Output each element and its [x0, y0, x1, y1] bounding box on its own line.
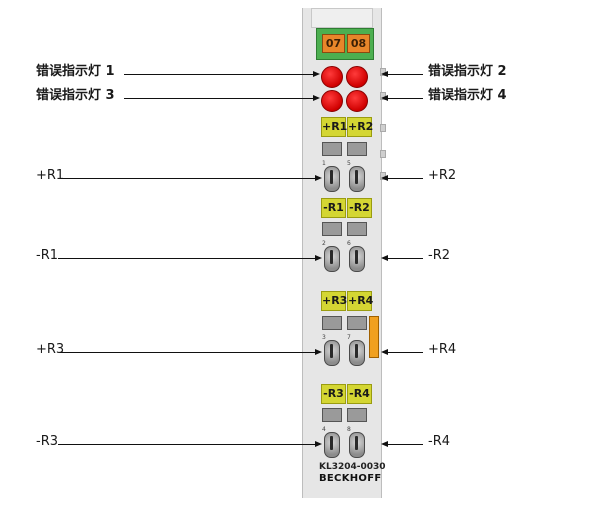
leader-line: [58, 258, 316, 259]
label-minus-r4: -R4: [347, 384, 372, 404]
arrow-head: [381, 175, 388, 181]
release-slot: [322, 142, 342, 156]
callout-error-led-1: 错误指示灯 1: [36, 64, 115, 79]
callout-plus-r4: +R4: [428, 342, 457, 357]
arrow-head: [381, 441, 388, 447]
leader-line: [387, 444, 423, 445]
terminal-top-cap: [311, 8, 373, 28]
leader-line: [387, 352, 423, 353]
label-minus-r3: -R3: [321, 384, 346, 404]
leader-line: [387, 74, 423, 75]
callout-error-led-3: 错误指示灯 3: [36, 88, 115, 103]
callout-minus-r3: -R3: [36, 434, 58, 449]
contact-number: 1: [322, 160, 326, 167]
release-slot: [322, 222, 342, 236]
leader-line: [387, 98, 423, 99]
contact-number: 5: [347, 160, 351, 167]
terminal-body: [302, 8, 382, 498]
leader-line: [60, 178, 316, 179]
arrow-head: [381, 95, 388, 101]
model-number: KL3204-0030: [319, 462, 386, 472]
arrow-head: [381, 349, 388, 355]
label-plus-r2: +R2: [347, 117, 373, 137]
label-minus-r2: -R2: [347, 198, 372, 218]
callout-plus-r3: +R3: [36, 342, 65, 357]
module-number-08: 08: [347, 34, 370, 53]
callout-minus-r1: -R1: [36, 248, 58, 263]
spring-contact-plus-r3[interactable]: [324, 340, 340, 366]
release-slot: [322, 408, 342, 422]
spring-contact-plus-r2[interactable]: [349, 166, 365, 192]
leader-line: [124, 74, 314, 75]
release-slot: [347, 222, 367, 236]
arrow-head: [315, 441, 322, 447]
arrow-head: [315, 175, 322, 181]
leader-line: [387, 178, 423, 179]
spring-contact-minus-r2[interactable]: [349, 246, 365, 272]
spring-contact-plus-r1[interactable]: [324, 166, 340, 192]
callout-error-led-4: 错误指示灯 4: [428, 88, 507, 103]
arrow-head: [315, 255, 322, 261]
error-led-1: [321, 66, 343, 88]
callout-plus-r1: +R1: [36, 168, 65, 183]
contact-number: 4: [322, 426, 326, 433]
error-led-2: [346, 66, 368, 88]
spring-contact-plus-r4[interactable]: [349, 340, 365, 366]
callout-minus-r2: -R2: [428, 248, 450, 263]
label-minus-r1: -R1: [321, 198, 346, 218]
label-plus-r4: +R4: [347, 291, 373, 311]
arrow-head: [313, 95, 320, 101]
callout-error-led-2: 错误指示灯 2: [428, 64, 507, 79]
release-slot: [347, 316, 367, 330]
contact-number: 8: [347, 426, 351, 433]
release-slot: [347, 408, 367, 422]
side-notch: [380, 150, 386, 158]
release-slot: [347, 142, 367, 156]
arrow-head: [313, 71, 320, 77]
contact-number: 6: [347, 240, 351, 247]
side-notch: [380, 124, 386, 132]
contact-number: 3: [322, 334, 326, 341]
label-plus-r1: +R1: [321, 117, 347, 137]
callout-plus-r2: +R2: [428, 168, 457, 183]
contact-number: 7: [347, 334, 351, 341]
spring-contact-minus-r3[interactable]: [324, 432, 340, 458]
leader-line: [387, 258, 423, 259]
arrow-head: [381, 71, 388, 77]
error-led-3: [321, 90, 343, 112]
arrow-head: [381, 255, 388, 261]
module-number-header: 07 08: [316, 28, 374, 60]
contact-number: 2: [322, 240, 326, 247]
leader-line: [60, 352, 316, 353]
error-led-4: [346, 90, 368, 112]
brand-logo: BECKHOFF: [319, 473, 382, 484]
module-number-07: 07: [322, 34, 345, 53]
leader-line: [58, 444, 316, 445]
orange-release-tab: [369, 316, 379, 358]
arrow-head: [315, 349, 322, 355]
callout-minus-r4: -R4: [428, 434, 450, 449]
spring-contact-minus-r1[interactable]: [324, 246, 340, 272]
label-plus-r3: +R3: [321, 291, 347, 311]
release-slot: [322, 316, 342, 330]
leader-line: [124, 98, 314, 99]
spring-contact-minus-r4[interactable]: [349, 432, 365, 458]
